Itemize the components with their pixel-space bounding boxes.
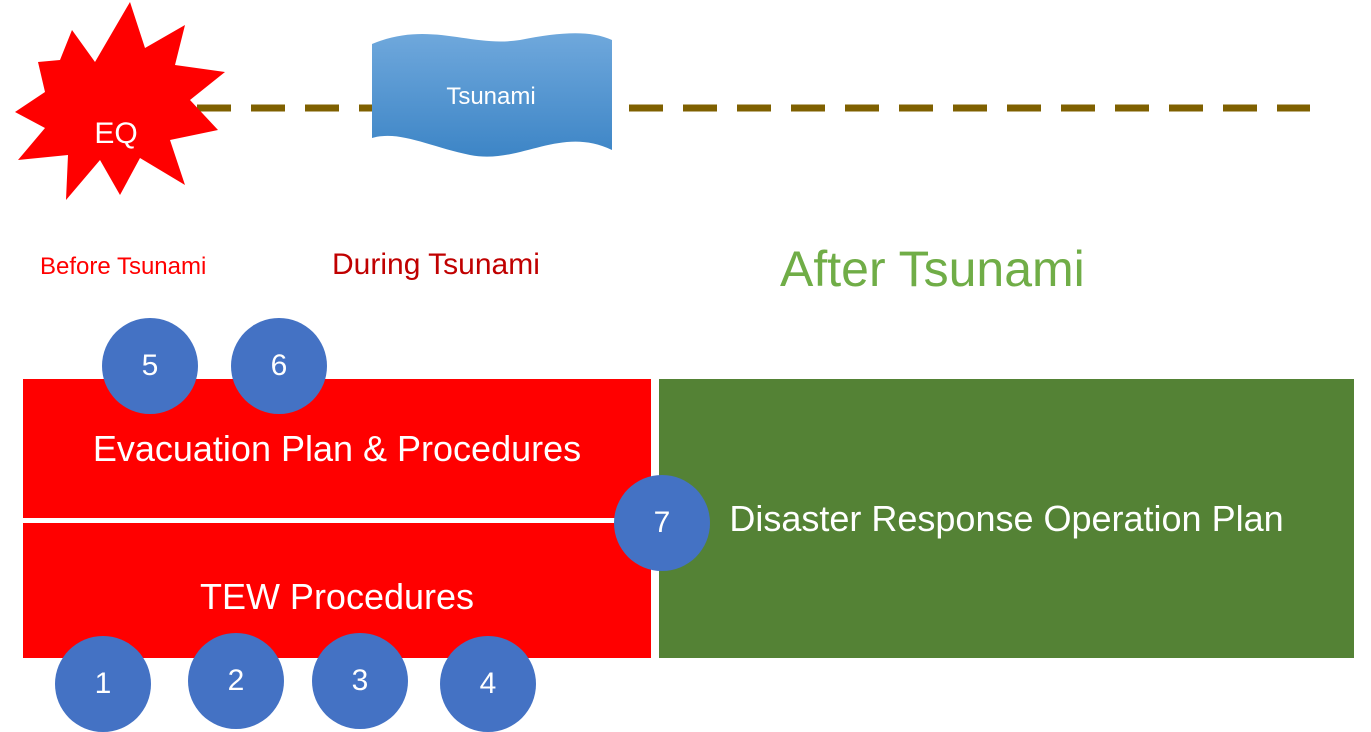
- step-circle-1: 1: [55, 636, 151, 732]
- phase-during-tsunami: During Tsunami: [332, 248, 540, 281]
- step-circle-6: 6: [231, 318, 327, 414]
- evacuation-plan-label: Evacuation Plan & Procedures: [92, 427, 582, 469]
- step-circle-4: 4: [440, 636, 536, 732]
- eq-label: EQ: [94, 117, 138, 150]
- step-circle-2: 2: [188, 633, 284, 729]
- tew-procedures-box: TEW Procedures: [23, 523, 651, 658]
- disaster-response-label: Disaster Response Operation Plan: [729, 498, 1284, 539]
- step-circle-3: 3: [312, 633, 408, 729]
- step-circle-7: 7: [614, 475, 710, 571]
- step-circle-5: 5: [102, 318, 198, 414]
- phase-before-tsunami: Before Tsunami: [40, 253, 207, 280]
- earthquake-burst-icon: [15, 2, 225, 200]
- phase-after-tsunami: After Tsunami: [780, 241, 1085, 297]
- disaster-response-box: Disaster Response Operation Plan: [659, 379, 1354, 658]
- tew-procedures-label: TEW Procedures: [199, 575, 475, 617]
- tsunami-label: Tsunami: [446, 83, 536, 110]
